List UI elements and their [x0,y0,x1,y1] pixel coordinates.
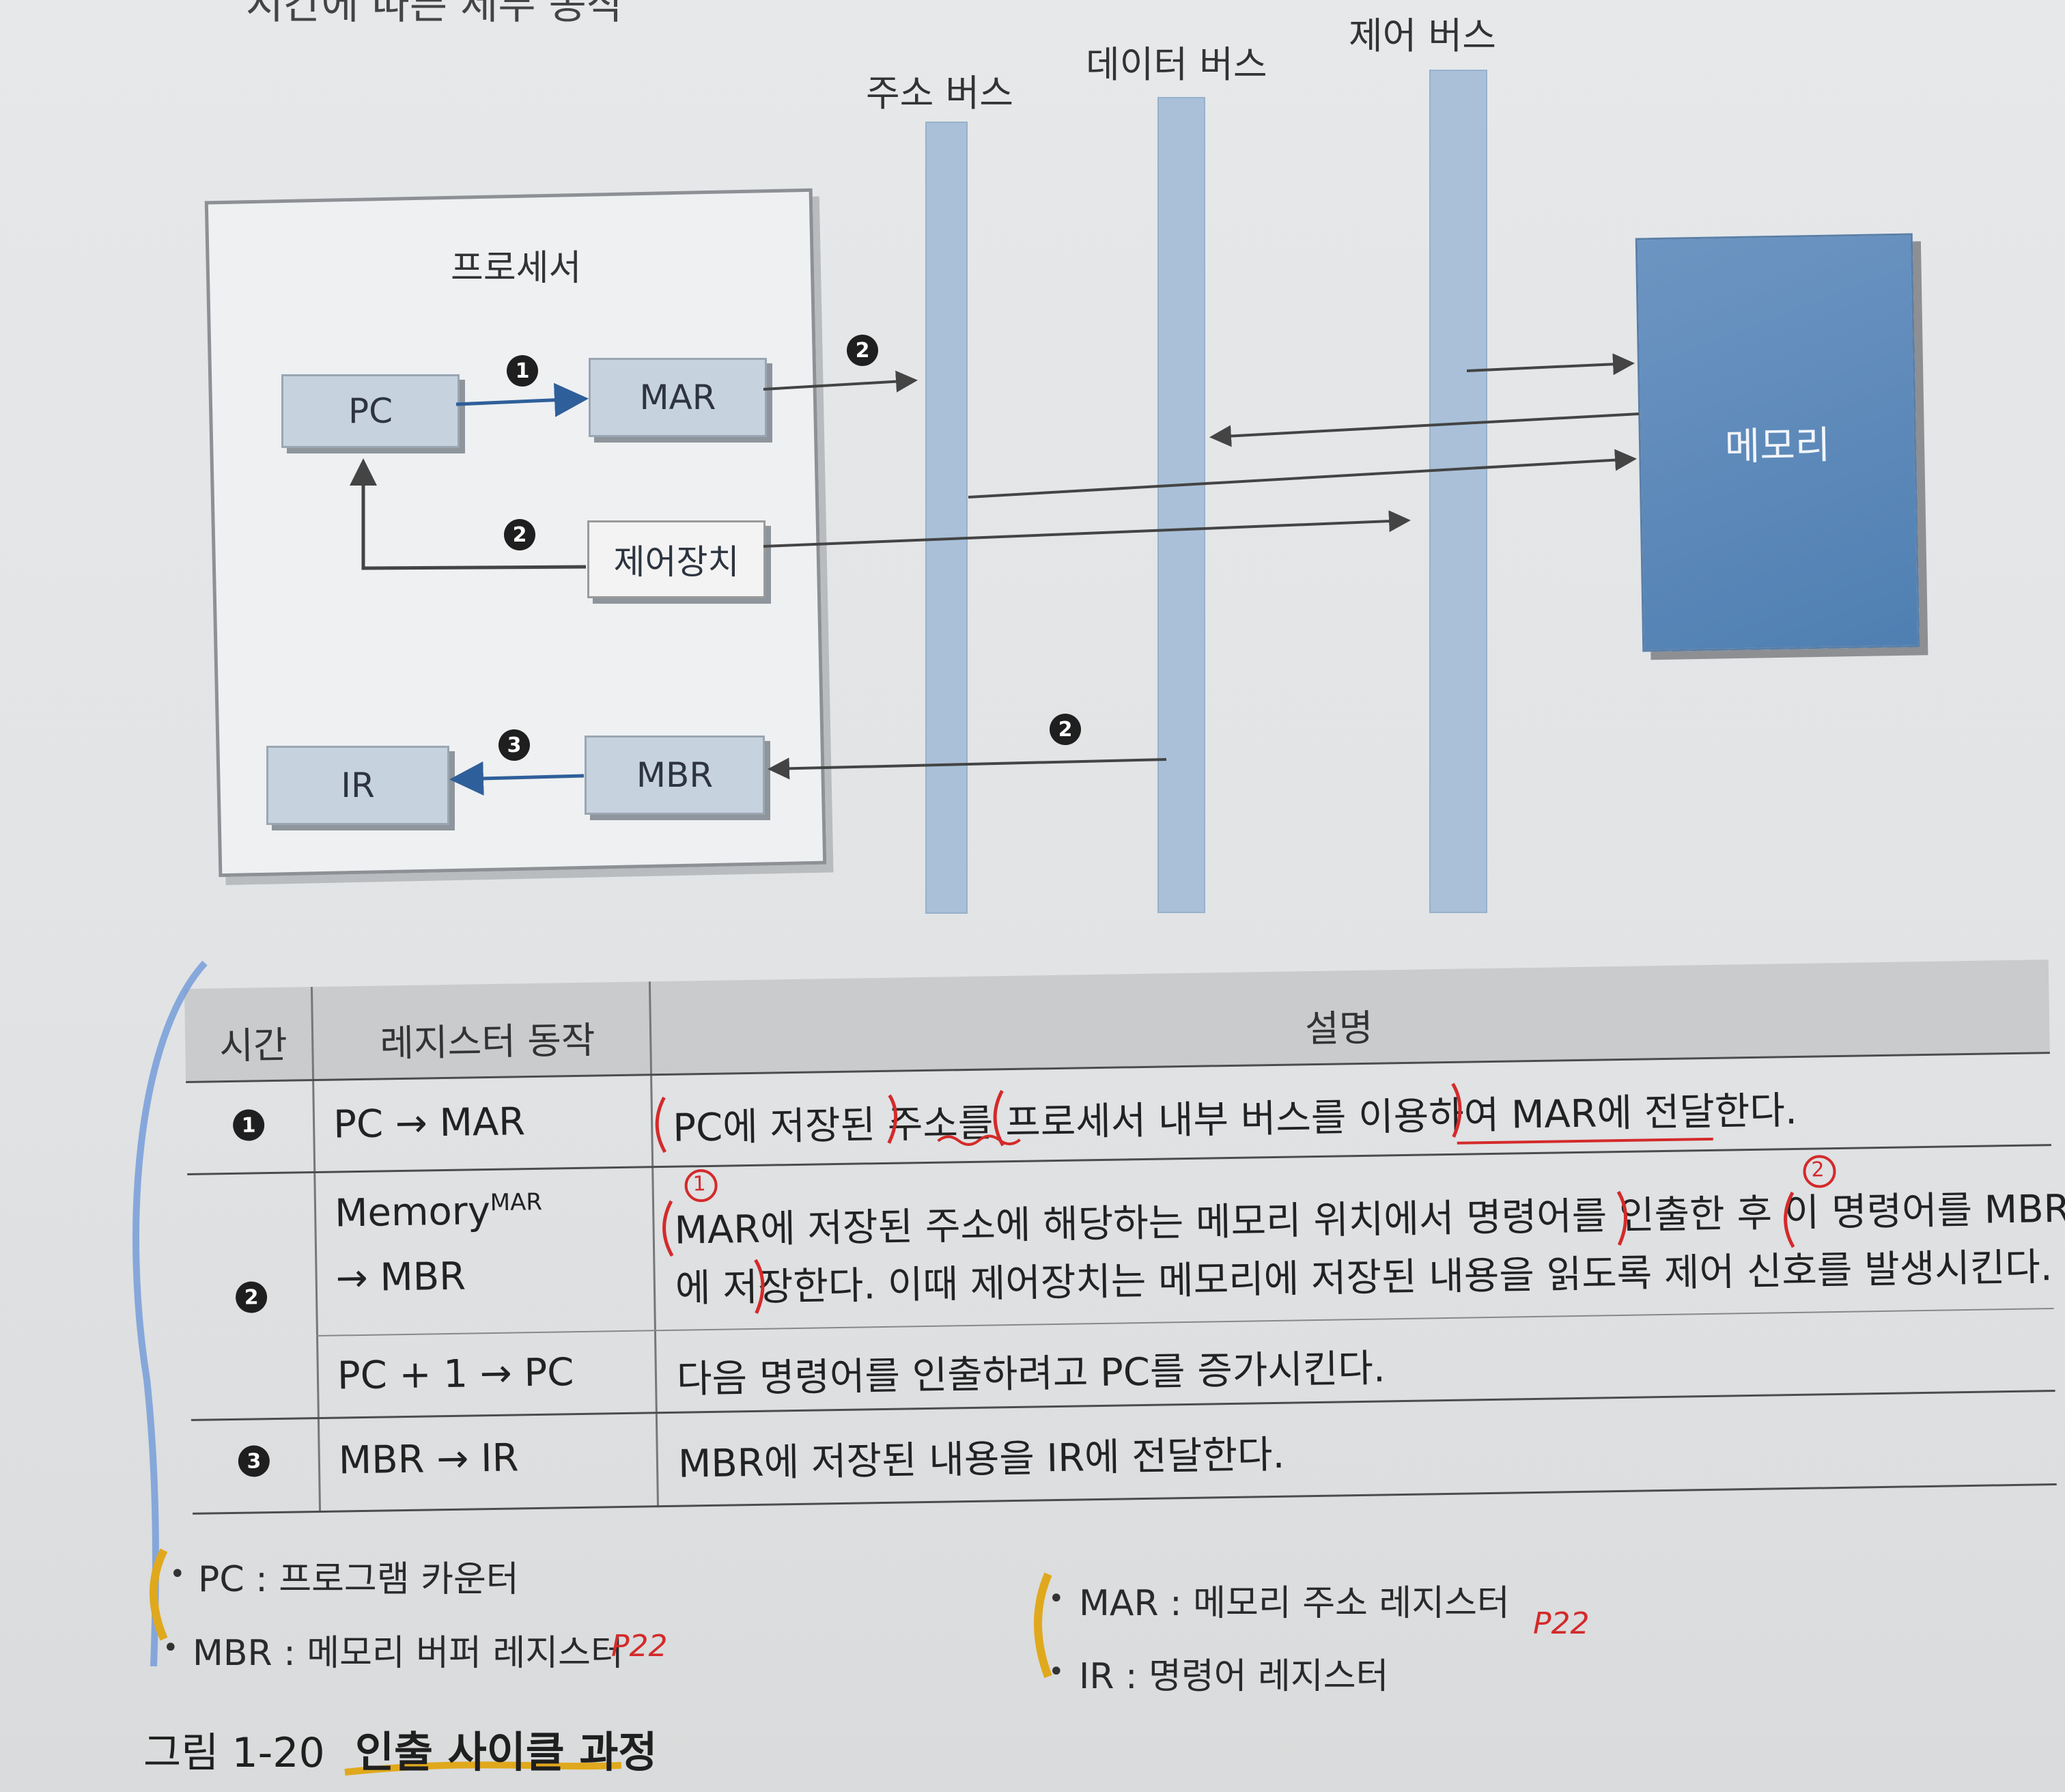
data-bus-to-mbr-arrow [768,757,1167,780]
step-marker-two: 2 [847,335,878,366]
control-unit-label: 제어장치 [613,542,740,582]
mbr-register: MBR [585,736,765,815]
figure-title: 인출 사이클 과정 [355,1727,658,1777]
register-operation-table: 시간 레지스터 동작 설명 1 PC → MAR PC에 저장된 주소를 프로세… [184,960,2065,1515]
mar-register: MAR [589,358,767,437]
pc-register-label: PC [348,391,393,431]
pc-to-mar-arrow [455,382,589,417]
processor-label: 프로세서 [451,248,582,289]
footnote-bullet: • [169,1558,186,1590]
ir-register-label: IR [341,766,375,805]
step-marker-two-text: 2 [855,338,870,363]
footnote-bullet: • [1048,1583,1065,1614]
data-bus-label: 데이터 버스 [1086,43,1267,86]
page-reference-left: P22 [611,1629,668,1664]
footnote-mbr: MBR : 메모리 버퍼 레지스터 [193,1633,623,1674]
step-marker-one-text: 1 [515,359,530,383]
step-marker-three: 3 [498,729,530,761]
control-unit-box: 제어장치 [587,520,765,598]
footnote-mar: MAR : 메모리 주소 레지스터 [1079,1583,1510,1624]
step-marker-two-text: 2 [512,522,527,547]
step-marker-three-text: 3 [507,733,522,757]
footnote-pc: PC : 프로그램 카운터 [198,1559,519,1600]
address-bus [925,122,968,914]
mar-register-label: MAR [639,378,716,417]
mar-to-address-bus-arrow [763,370,918,393]
step-marker-one: 1 [507,355,538,387]
diagram-arrows [350,353,1640,796]
page-reference-right: P22 [1533,1606,1590,1641]
control-to-pc-arrow [350,458,587,570]
footnote-bullet: • [163,1632,179,1664]
pc-register: PC [281,374,460,448]
control-bus-label: 제어 버스 [1349,14,1496,57]
mbr-to-ir-arrow [449,761,585,796]
step-marker-two: 2 [1050,714,1081,745]
footnote-ir: IR : 명령어 레지스터 [1079,1656,1389,1697]
step-marker-two: 2 [504,519,535,550]
ir-register: IR [266,746,449,825]
figure-number: 그림 1-20 [143,1729,325,1777]
mbr-register-label: MBR [636,755,714,795]
address-bus-to-memory-arrow [1466,353,1635,376]
memory-to-data-bus-arrow [1209,412,1640,447]
control-bus [1429,70,1487,913]
address-bus-label: 주소 버스 [866,72,1013,115]
red-pen-annotations [655,1082,1836,1314]
footnote-bullet: • [1048,1656,1065,1688]
step-marker-two-text: 2 [1058,717,1073,742]
header-fragment: 시간에 따른 세부 동작 [246,0,625,29]
data-bus [1157,97,1205,913]
data-bus-to-memory-arrow [968,449,1637,499]
control-to-control-bus-arrow [763,510,1411,548]
